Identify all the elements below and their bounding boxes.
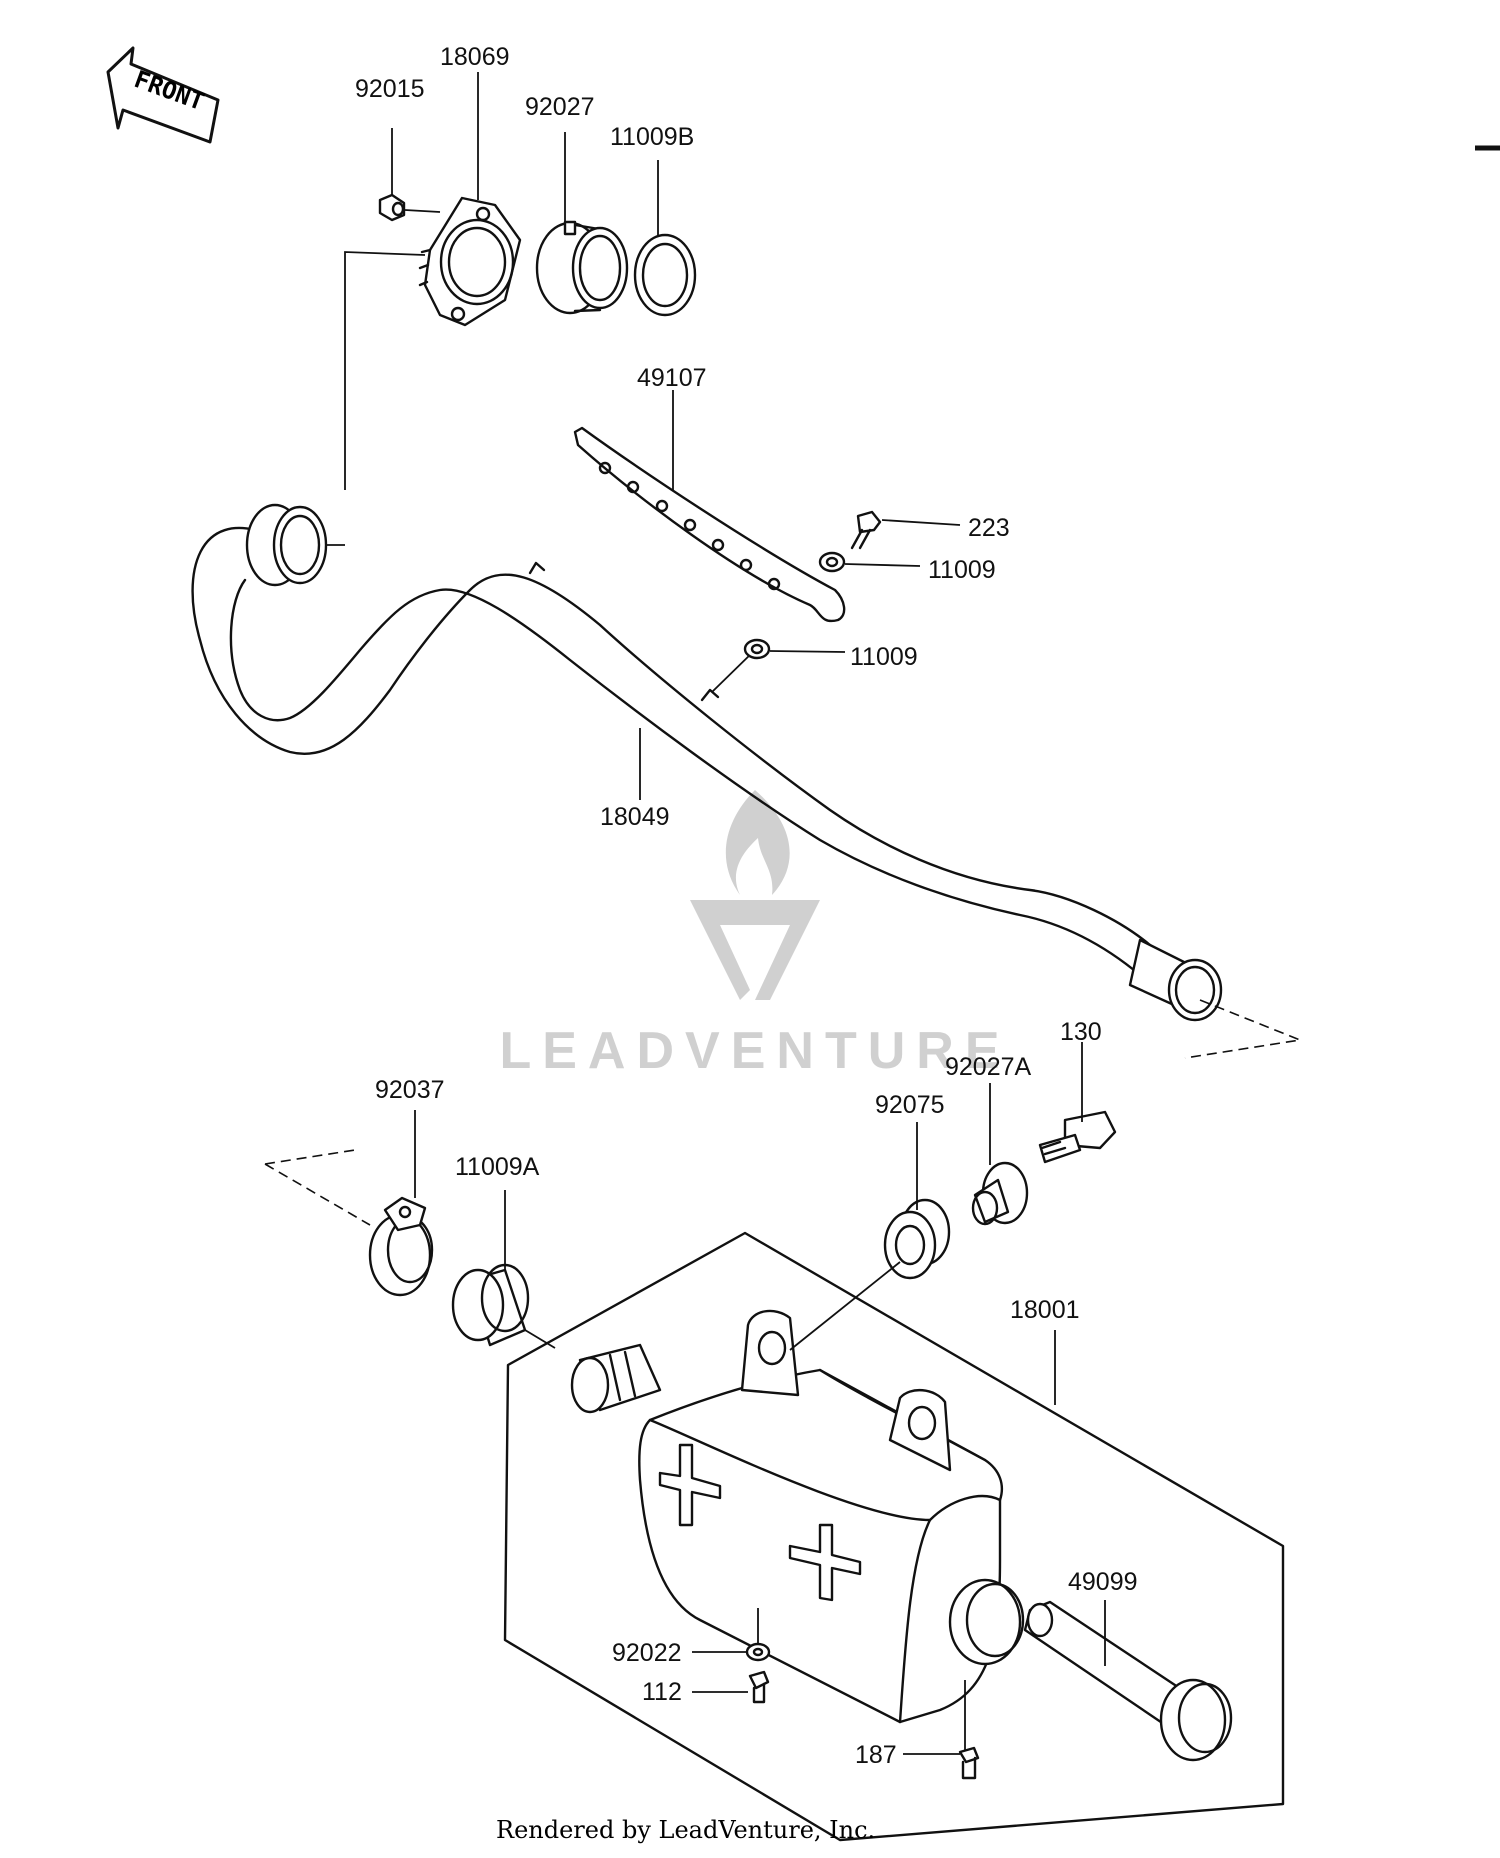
label-18069: 18069 [440, 43, 510, 71]
label-49107: 49107 [637, 364, 707, 392]
part-92037-clamp [368, 1110, 434, 1297]
part-11009-washer-upper [818, 551, 921, 573]
part-49099-spark-arrester [1023, 1600, 1233, 1762]
watermark-text: LEADVENTURE [499, 1022, 1010, 1080]
align-line-outlet [1184, 999, 1304, 1059]
watermark-v-icon [690, 900, 820, 1000]
part-130-bolt [1038, 1042, 1117, 1164]
label-11009A: 11009A [455, 1153, 540, 1181]
footer-credit: Rendered by LeadVenture, Inc. [496, 1816, 875, 1844]
label-187: 187 [855, 1741, 897, 1769]
label-92027A: 92027A [945, 1053, 1032, 1081]
label-112: 112 [642, 1678, 682, 1706]
label-92015: 92015 [355, 75, 425, 103]
part-92027A-collar [971, 1083, 1029, 1226]
label-18001: 18001 [1010, 1296, 1080, 1324]
front-arrow-icon [106, 46, 220, 144]
label-18049: 18049 [600, 803, 670, 831]
part-112-screw [692, 1670, 770, 1704]
part-labels: 92015 18069 92027 11009B 49107 223 11009… [355, 43, 1138, 1769]
part-49107-heat-guard [573, 390, 846, 623]
muffler-assembly-outline [503, 1231, 1285, 1842]
part-92027-collar [535, 132, 629, 315]
label-11009B: 11009B [610, 123, 694, 151]
watermark: LEADVENTURE [499, 790, 1010, 1080]
part-92015-nut [378, 128, 441, 222]
label-49099: 49099 [1068, 1568, 1138, 1596]
part-187-screw [903, 1746, 980, 1780]
label-92022: 92022 [612, 1639, 682, 1667]
part-11009A-gasket [451, 1190, 530, 1347]
label-130: 130 [1060, 1018, 1102, 1046]
align-line-inlet [264, 1149, 371, 1226]
part-92022-washer [692, 1642, 771, 1662]
part-18049-head-pipe [191, 503, 1223, 1022]
part-223-screw [850, 510, 961, 550]
watermark-flame-icon [725, 790, 790, 895]
label-11009-upper: 11009 [928, 556, 996, 584]
label-92027: 92027 [525, 93, 595, 121]
part-11009B-gasket [633, 160, 697, 317]
label-223: 223 [968, 514, 1010, 542]
part-18069-flange [344, 72, 522, 490]
part-18001-muffler [524, 1261, 1056, 1750]
label-11009-lower: 11009 [850, 643, 918, 671]
part-11009-washer-lower [743, 638, 846, 660]
label-92037: 92037 [375, 1076, 445, 1104]
front-arrow: FRONT [106, 46, 220, 144]
label-92075: 92075 [875, 1091, 945, 1119]
part-92075-grommet [883, 1122, 951, 1280]
